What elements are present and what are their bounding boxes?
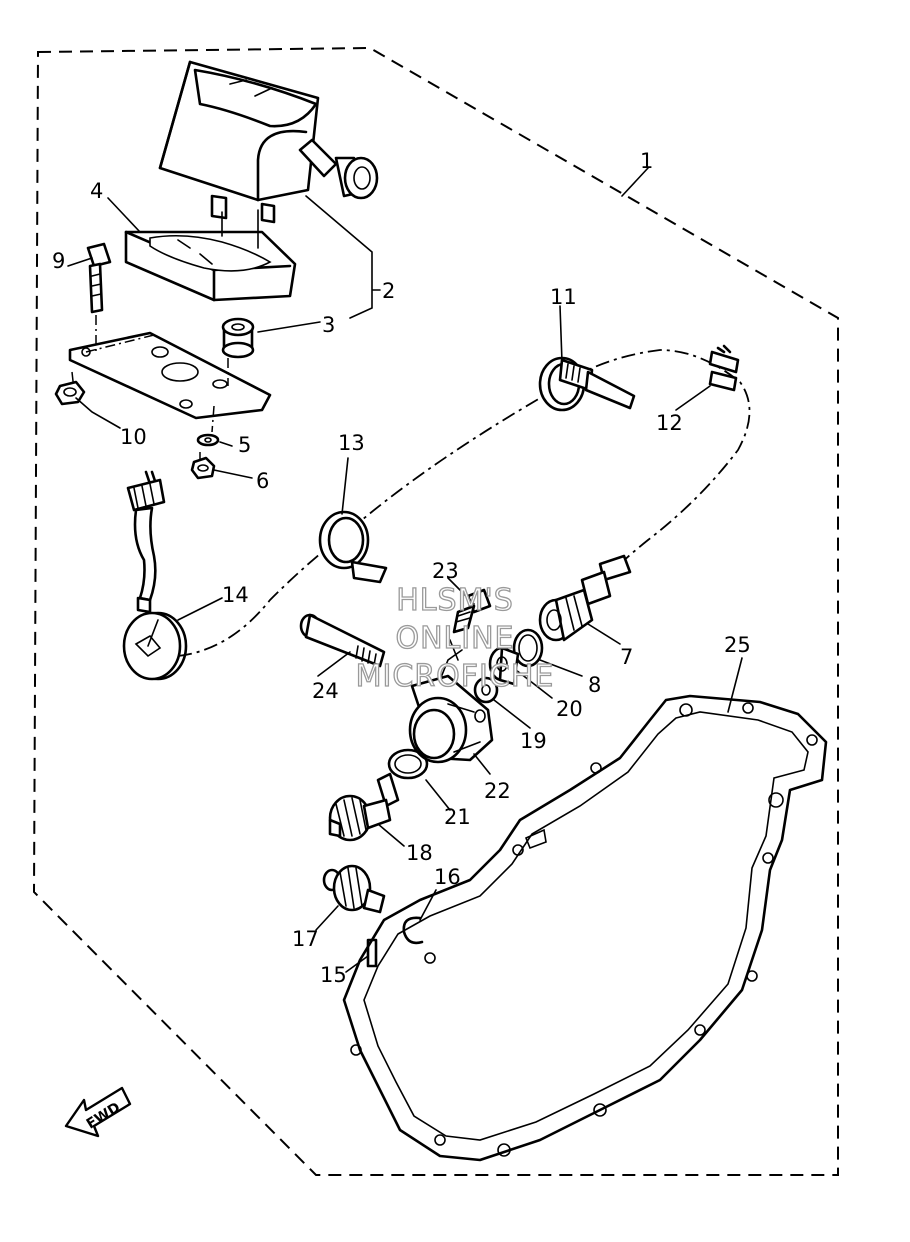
damper-3	[221, 317, 255, 359]
callout-9: 9	[52, 249, 65, 273]
callout-2: 2	[382, 279, 395, 303]
circlip-16	[402, 916, 424, 945]
cable-route	[177, 349, 751, 657]
callout-18: 18	[406, 841, 433, 865]
washer-5	[196, 433, 220, 447]
gear-18	[328, 772, 400, 842]
callout-14: 14	[222, 583, 249, 607]
callout-12: 12	[656, 411, 683, 435]
callout-3: 3	[322, 313, 335, 337]
callout-15: 15	[320, 963, 347, 987]
callout-19: 19	[520, 729, 547, 753]
clamp-12	[708, 344, 740, 392]
watermark-line-2: ONLINE	[395, 621, 514, 656]
callout-23: 23	[432, 559, 459, 583]
callout-6: 6	[256, 469, 269, 493]
bush-20	[488, 646, 520, 686]
cable-band-13	[318, 510, 388, 584]
callout-4: 4	[90, 179, 103, 203]
nut-6	[190, 456, 216, 480]
o-ring-8	[512, 628, 544, 668]
watermark-line-1: HLSM'S	[396, 583, 514, 618]
callout-8: 8	[588, 673, 601, 697]
callout-5: 5	[238, 433, 251, 457]
crankcase-gasket-25	[342, 694, 828, 1162]
fwd-arrow-icon: FWD	[64, 1086, 132, 1138]
watermark: HLSM'S ONLINE MICROFICHE	[355, 582, 555, 694]
speedometer-meter	[158, 60, 379, 224]
callout-25: 25	[724, 633, 751, 657]
cable-fitting-7	[538, 554, 632, 642]
callout-11: 11	[550, 285, 577, 309]
callout-22: 22	[484, 779, 511, 803]
bolt-24	[299, 613, 386, 668]
callout-21: 21	[444, 805, 471, 829]
guide-lines	[71, 315, 229, 464]
callout-1: 1	[640, 149, 653, 173]
o-ring-21	[387, 748, 429, 780]
callout-7: 7	[620, 645, 633, 669]
washer-19	[473, 676, 499, 704]
callout-24: 24	[312, 679, 339, 703]
cable-grommet-14	[122, 611, 188, 681]
callout-10: 10	[120, 425, 147, 449]
screw-23	[452, 588, 492, 634]
callout-17: 17	[292, 927, 319, 951]
callout-20: 20	[556, 697, 583, 721]
meter-bracket	[124, 209, 297, 302]
meter-cable-end	[126, 470, 166, 614]
callout-13: 13	[338, 431, 365, 455]
bolt-9	[86, 242, 112, 314]
assembly-boundary	[32, 46, 839, 1176]
mounting-plate	[68, 331, 272, 420]
cable-band-11	[538, 356, 636, 412]
gear-housing-22	[408, 639, 494, 764]
gear-17	[322, 864, 386, 914]
callout-numbers: 1 2 3 4 5 6 7 8 9 10 11 12 13 14 15 16 1…	[52, 149, 751, 987]
watermark-line-3: MICROFICHE	[356, 659, 555, 694]
callout-16: 16	[434, 865, 461, 889]
leader-lines	[67, 167, 743, 973]
